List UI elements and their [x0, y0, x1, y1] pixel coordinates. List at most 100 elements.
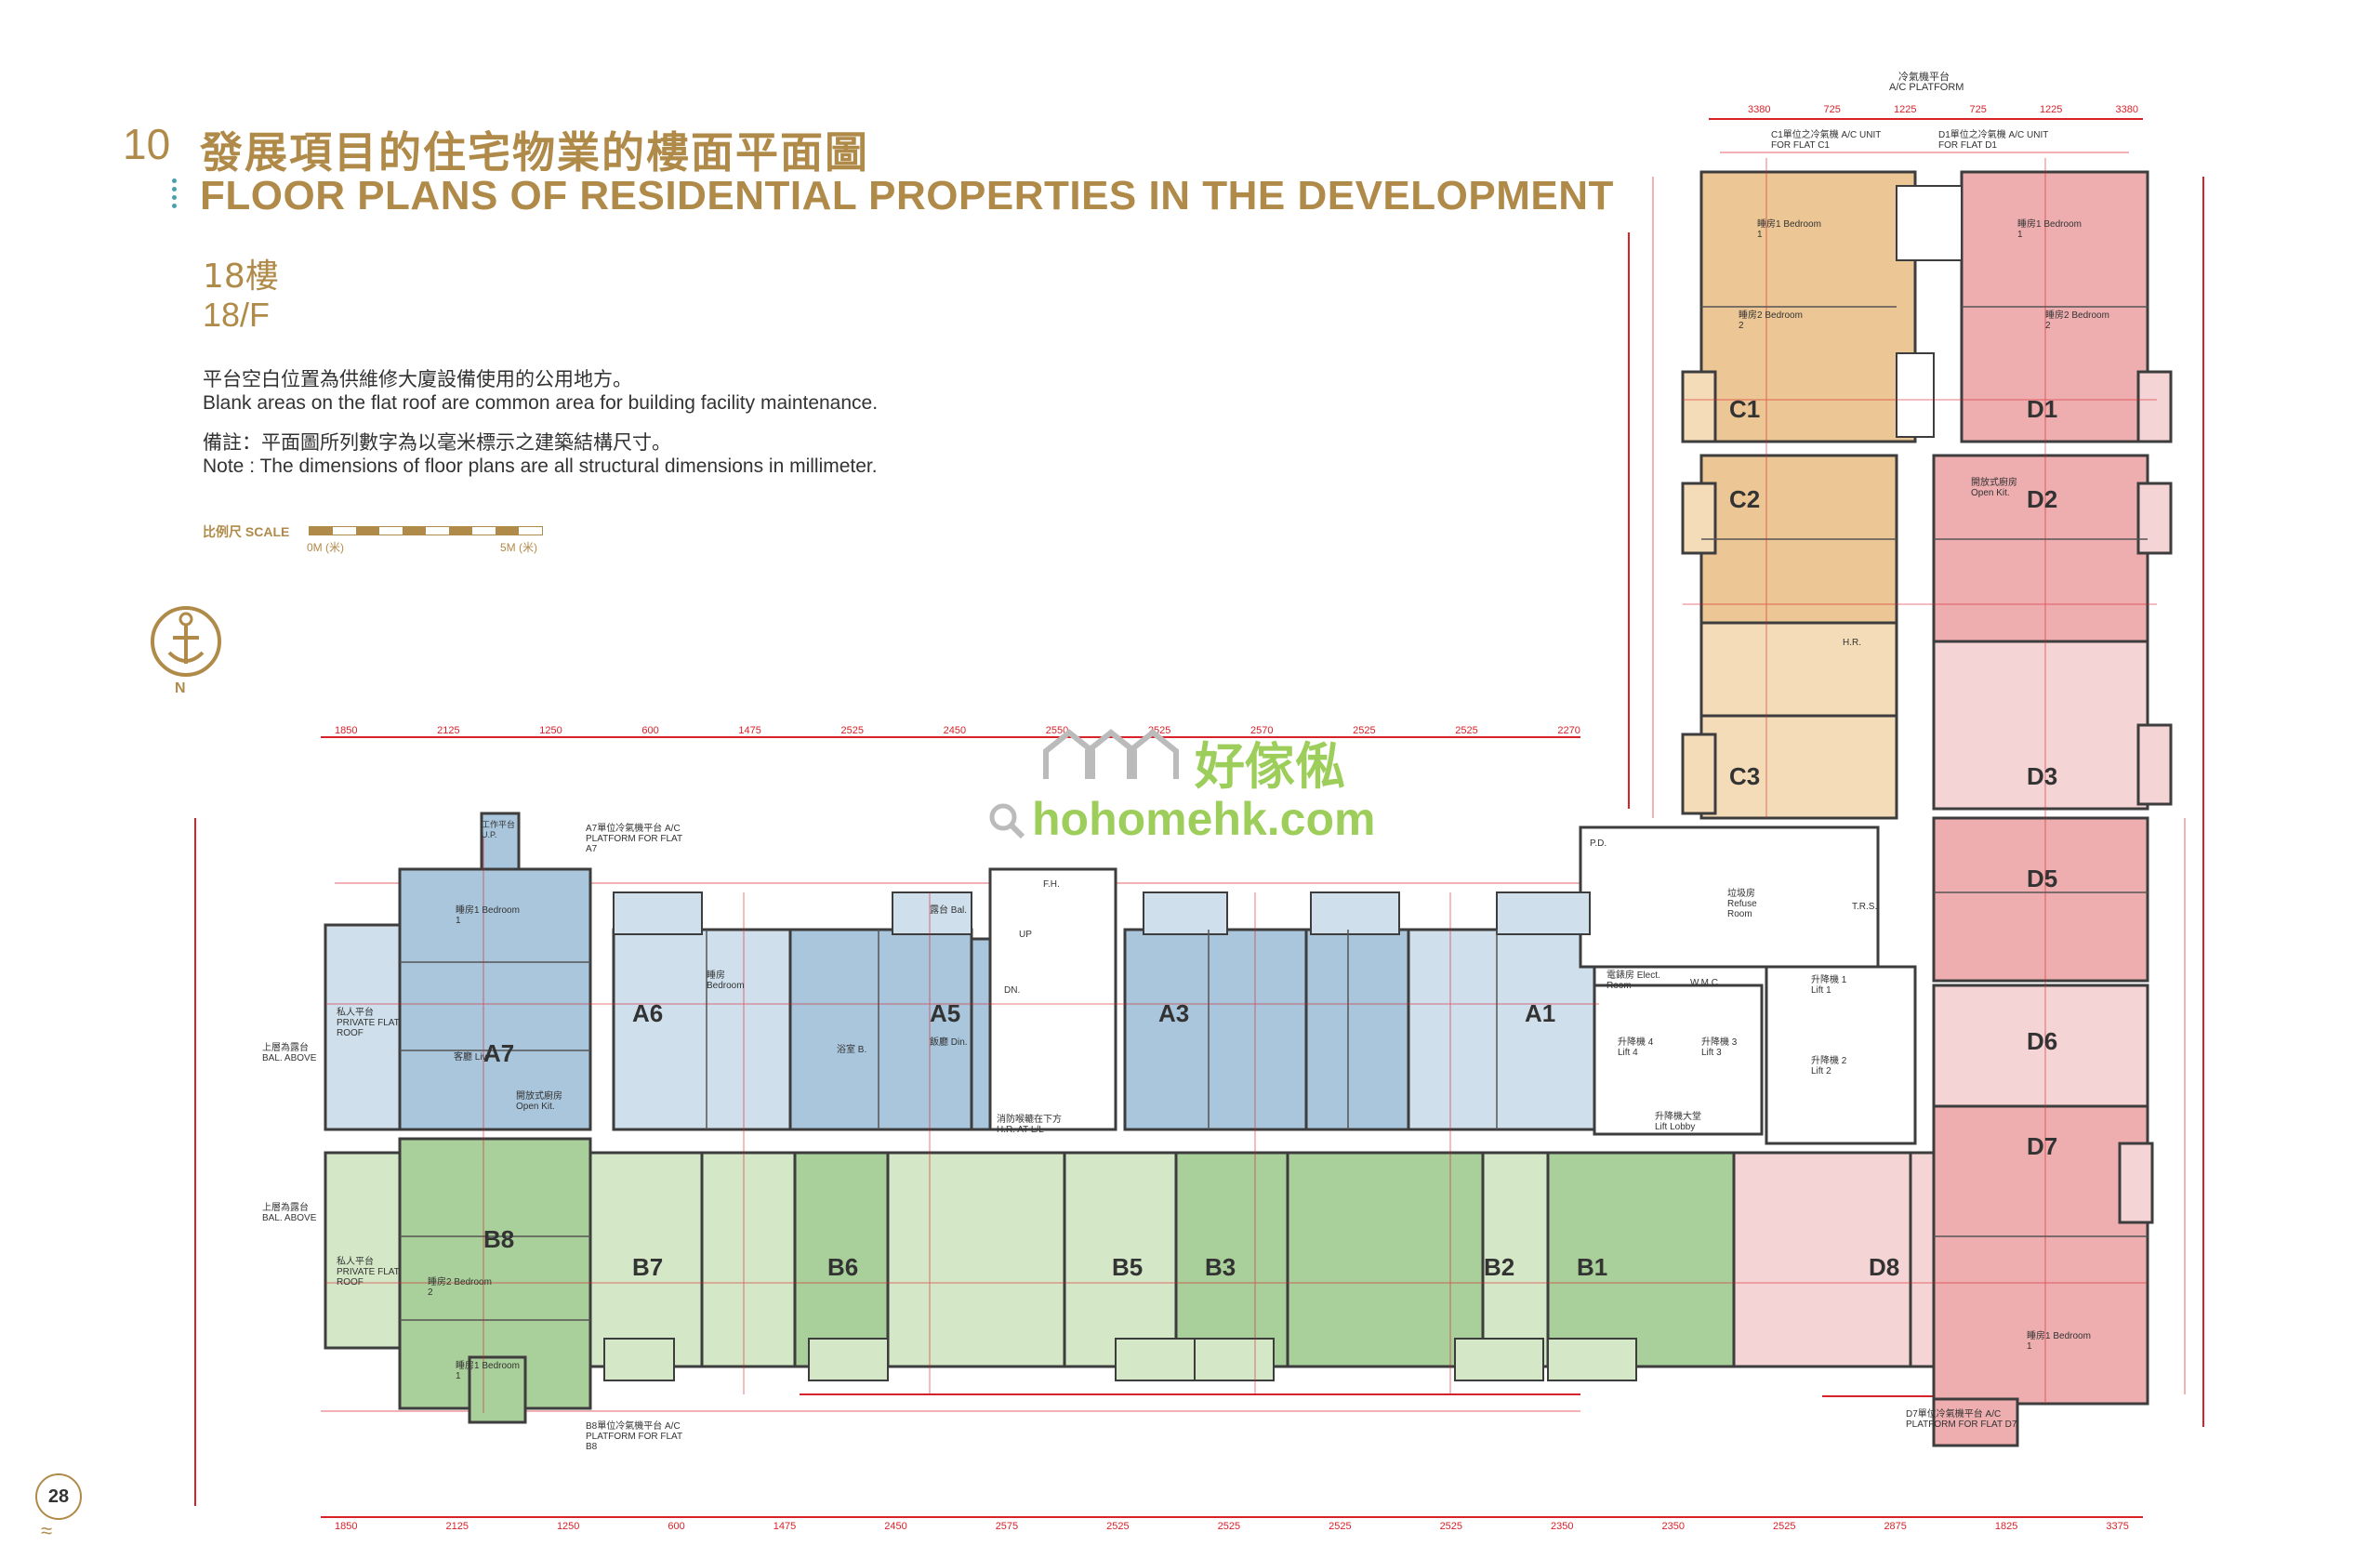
refuse-room-label: 垃圾房 Refuse Room: [1727, 889, 1757, 919]
dim-text: 2270: [1557, 725, 1580, 736]
room-label: 睡房2 Bedroom 2: [428, 1277, 492, 1298]
dim-text: 1475: [773, 1521, 797, 1532]
title-en: FLOOR PLANS OF RESIDENTIAL PROPERTIES IN…: [200, 173, 1614, 218]
dim-text: 600: [668, 1521, 685, 1532]
dim-text: 2450: [884, 1521, 907, 1532]
bal-above-2: 上層為露台 BAL. ABOVE: [262, 1203, 317, 1223]
dim-text: 2350: [1551, 1521, 1574, 1532]
flat-label-B3: B3: [1205, 1253, 1236, 1281]
flat-label-D7: D7: [2027, 1132, 2058, 1160]
dim-text: 1225: [2039, 104, 2063, 115]
dn-label: DN.: [1004, 985, 1021, 996]
dim-text: 1850: [335, 1521, 358, 1532]
watermark-url: hohomehk.com: [1032, 793, 1376, 845]
trs-label: T.R.S.: [1852, 902, 1878, 912]
flat-label-A7: A7: [483, 1039, 515, 1067]
room-label: 睡房 Bedroom: [707, 971, 745, 991]
dim-text: 1850: [335, 725, 358, 736]
scale-label: 比例尺 SCALE: [203, 524, 290, 539]
scale-end: 5M (米): [500, 541, 537, 554]
flat-label-D6: D6: [2027, 1027, 2058, 1055]
dim-text: 2570: [1250, 725, 1274, 736]
flat-label-B7: B7: [632, 1253, 664, 1281]
lift-lobby-label: 升降機大堂 Lift Lobby: [1655, 1112, 1701, 1132]
section-number: 10: [123, 120, 171, 168]
scale-start: 0M (米): [307, 541, 344, 554]
dim-text: 2125: [445, 1521, 469, 1532]
flat-label-A3: A3: [1158, 999, 1190, 1027]
flat-label-B5: B5: [1112, 1253, 1144, 1281]
title-dots: [172, 178, 178, 212]
dim-text: 600: [641, 725, 659, 736]
flat-label-C3: C3: [1729, 762, 1761, 790]
bal-above-1: 上層為露台 BAL. ABOVE: [262, 1043, 317, 1063]
dim-text: 2575: [995, 1521, 1019, 1532]
ac-platform-top-en: A/C PLATFORM: [1889, 82, 1964, 93]
flat-label-C2: C2: [1729, 485, 1761, 513]
page-number: 28: [35, 1473, 82, 1520]
lift2-label: 升降機 2 Lift 2: [1811, 1056, 1847, 1076]
dim-text: 2125: [437, 725, 460, 736]
flat-label-B2: B2: [1484, 1253, 1515, 1281]
room-label: 飯廳 Din.: [930, 1037, 968, 1048]
room-label: 睡房1 Bedroom 1: [2027, 1331, 2091, 1352]
room-label: 露台 Bal.: [930, 905, 968, 916]
lift4-label: 升降機 4 Lift 4: [1618, 1037, 1654, 1058]
flat-label-D8: D8: [1869, 1253, 1900, 1281]
dim-text: 1825: [1994, 1521, 2018, 1532]
ac-a7-label: A7單位冷氣機平台 A/C PLATFORM FOR FLAT A7: [586, 824, 682, 854]
ac-c1-label: C1單位之冷氣機 A/C UNIT FOR FLAT C1: [1771, 130, 1882, 151]
dim-text: 1475: [738, 725, 761, 736]
hr-label: H.R.: [1843, 638, 1861, 648]
flat-label-C1: C1: [1729, 395, 1761, 423]
fh-label: F.H.: [1043, 879, 1060, 890]
dim-tower-row: 3380 725 1225 725 1225 3380: [1748, 104, 2138, 115]
elect-room-label: 電錶房 Elect. Room: [1606, 971, 1660, 991]
private-roof-a7: 私人平台 PRIVATE FLAT ROOF: [337, 1008, 400, 1038]
dim-top-row: 1850 2125 1250 600 1475 2525 2450 2550 2…: [335, 725, 1580, 736]
dim-text: 1225: [1893, 104, 1917, 115]
note-line1-zh: 平台空白位置為供維修大廈設備使用的公用地方。: [203, 369, 632, 390]
ac-platform-top-zh: 冷氣機平台: [1898, 72, 1950, 83]
dim-text: 2450: [943, 725, 967, 736]
dim-text: 2525: [1329, 1521, 1352, 1532]
ac-d1-label: D1單位之冷氣機 A/C UNIT FOR FLAT D1: [1938, 130, 2049, 151]
dim-text: 1250: [539, 725, 562, 736]
dim-text: 2525: [1772, 1521, 1796, 1532]
dim-text: 2525: [1106, 1521, 1130, 1532]
room-label: 睡房1 Bedroom 1: [2017, 219, 2082, 240]
note-line2-en: Note : The dimensions of floor plans are…: [203, 456, 878, 477]
ac-d7-label: D7單位冷氣機平台 A/C PLATFORM FOR FLAT D7: [1906, 1409, 2017, 1430]
dim-text: 3380: [2115, 104, 2138, 115]
dim-text: 2525: [840, 725, 864, 736]
flat-label-A5: A5: [930, 999, 961, 1027]
room-label: 睡房2 Bedroom 2: [1739, 310, 1803, 331]
dim-text: 2525: [1455, 725, 1478, 736]
room-label: 開放式廚房 Open Kit.: [1971, 478, 2017, 498]
watermark-brand: 好傢俬: [1195, 737, 1345, 796]
wmc-label: W.M.C.: [1690, 978, 1721, 988]
hr-at-ll-label: 消防喉轆在下方 H.R. AT L/L: [997, 1115, 1062, 1135]
compass-label: N: [175, 680, 186, 696]
north-compass-icon: [151, 606, 221, 677]
page-wave-icon: ≈: [41, 1519, 53, 1542]
dim-text: 1250: [556, 1521, 580, 1532]
room-label: 客廳 Liv.: [454, 1052, 489, 1063]
dim-text: 3375: [2106, 1521, 2129, 1532]
room-label: 開放式廚房 Open Kit.: [516, 1091, 562, 1112]
up-label: UP: [1019, 930, 1032, 940]
dim-text: 2350: [1661, 1521, 1685, 1532]
room-label: 睡房1 Bedroom 1: [456, 905, 520, 926]
room-label: 睡房2 Bedroom 2: [2045, 310, 2109, 331]
watermark-search-icon: [989, 803, 1025, 839]
flat-label-A6: A6: [632, 999, 664, 1027]
lift3-label: 升降機 3 Lift 3: [1701, 1037, 1738, 1058]
scale-bar: [309, 526, 543, 535]
note-line1-en: Blank areas on the flat roof are common …: [203, 392, 879, 414]
dim-text: 2875: [1884, 1521, 1907, 1532]
flat-label-D5: D5: [2027, 865, 2058, 892]
dim-text: 2550: [1045, 725, 1069, 736]
ac-b8-label: B8單位冷氣機平台 A/C PLATFORM FOR FLAT B8: [586, 1421, 682, 1452]
flat-label-D3: D3: [2027, 762, 2058, 790]
flat-label-D1: D1: [2027, 395, 2058, 423]
